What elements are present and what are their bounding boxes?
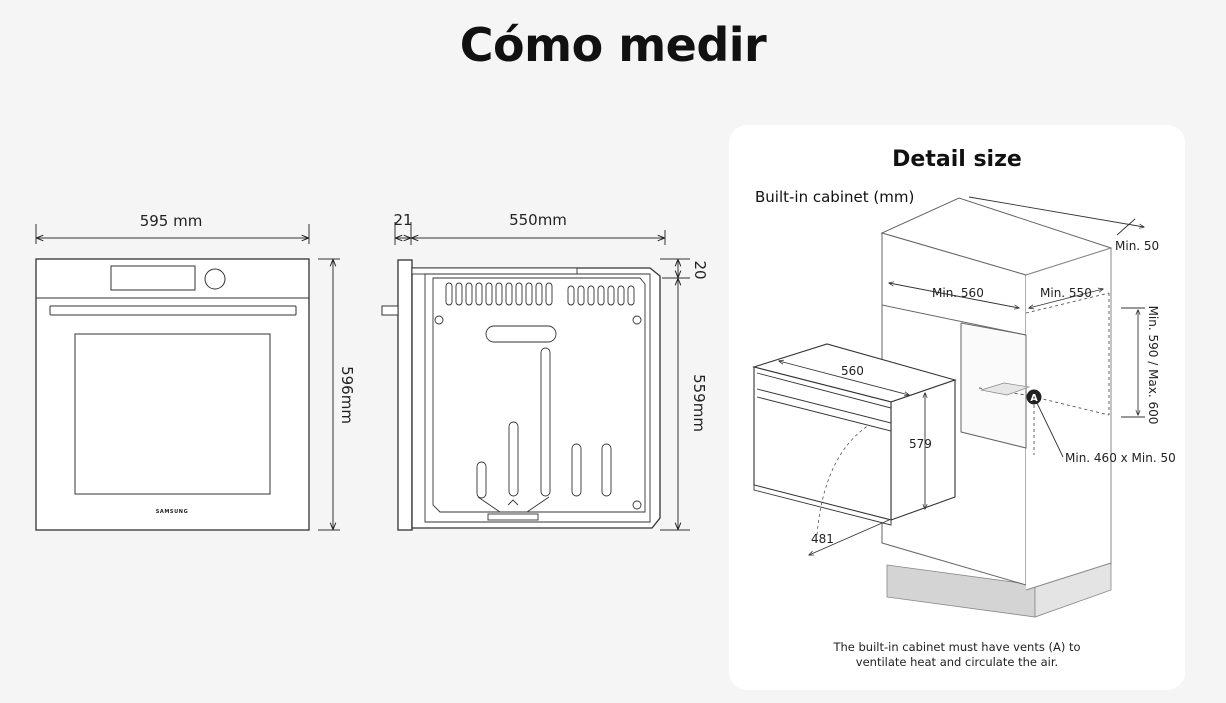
vent-marker-label: A <box>1030 393 1038 404</box>
control-display <box>110 265 196 291</box>
label-min-550: Min. 550 <box>1040 286 1092 300</box>
brand-logo: SAMSUNG <box>156 509 189 515</box>
label-oven-width: 560 <box>841 364 864 378</box>
label-oven-height: 579 <box>909 437 932 451</box>
side-view: 21 550mm <box>381 211 709 531</box>
vent-note-line2: ventilate heat and circulate the air. <box>855 655 1059 669</box>
detail-subtitle: Built-in cabinet (mm) <box>755 188 915 206</box>
front-width-label: 595 mm <box>140 212 203 230</box>
label-min-560: Min. 560 <box>932 286 984 300</box>
top-gap-label: 20 <box>691 260 709 279</box>
oven-door-side <box>397 259 413 531</box>
vent-slots <box>445 282 635 306</box>
label-vent-size: Min. 460 x Min. 50 <box>1065 451 1176 465</box>
side-height-label: 559mm <box>690 374 708 432</box>
dim-oven-width <box>779 361 909 395</box>
oven-body-side <box>411 267 661 529</box>
cabinet-diagram: Min. 50 Min. 560 Min. 550 Min. 590 / Max… <box>751 196 1176 618</box>
dim-oven-depth <box>809 519 890 555</box>
vent-marker-a <box>1026 389 1042 405</box>
vent-note-line1: The built-in cabinet must have vents (A)… <box>833 640 1081 654</box>
label-min-max-height: Min. 590 / Max. 600 <box>1146 306 1160 425</box>
front-height-label: 596mm <box>338 366 356 424</box>
dim-min-560 <box>889 283 1019 308</box>
door-handle <box>49 305 297 316</box>
front-view: 595 mm SAMSUNG 596mm <box>35 212 356 531</box>
dim-min-550 <box>1029 289 1103 308</box>
door-depth-label: 21 <box>393 211 412 229</box>
detail-size-card: Detail size Built-in cabinet (mm) Min. 5… <box>729 125 1185 690</box>
page-title: Cómo medir <box>459 18 767 72</box>
vent-note: The built-in cabinet must have vents (A)… <box>729 640 1185 670</box>
detail-title: Detail size <box>892 147 1022 172</box>
door-window <box>74 333 271 495</box>
label-min-50-top: Min. 50 <box>1115 239 1159 253</box>
body-depth-label: 550mm <box>509 211 567 229</box>
control-knob <box>204 268 226 290</box>
label-oven-depth: 481 <box>811 532 834 546</box>
